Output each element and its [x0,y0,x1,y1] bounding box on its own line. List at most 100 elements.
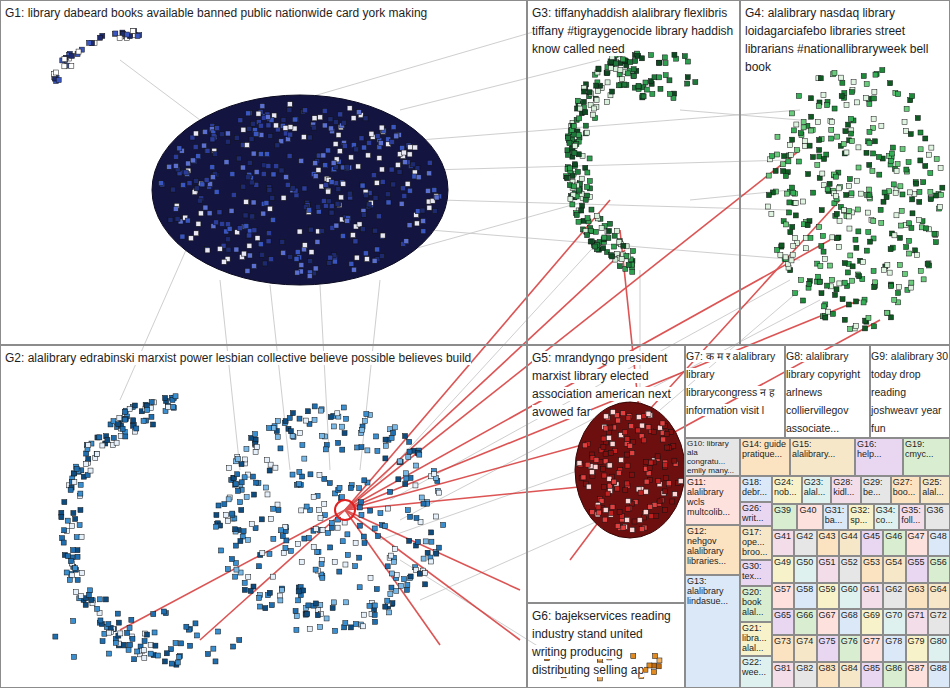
vertex-dot [401,150,406,155]
vertex-dot [311,494,316,499]
vertex-dot [336,132,341,137]
vertex-dot [238,118,243,123]
group-cell: G25: alal... [920,476,950,504]
vertex-dot [793,213,798,218]
group-label: G17: ope... broo... [742,528,770,558]
vertex-dot [850,89,855,94]
vertex-dot [427,171,432,176]
group-cell: G19: cmyc... [903,438,950,476]
vertex-dot [596,66,601,71]
group-cell: G26: writ... [740,502,772,526]
vertex-dot [309,250,314,255]
vertex-dot [181,183,186,188]
vertex-dot [162,659,167,664]
vertex-dot [267,468,272,473]
vertex-dot [877,172,882,177]
vertex-dot [866,315,871,320]
vertex-dot [342,143,347,148]
vertex-dot [278,598,283,603]
vertex-dot [163,395,168,400]
vertex-dot [769,211,774,216]
vertex-dot [298,430,303,435]
vertex-dot [373,228,378,233]
vertex-dot [391,125,396,130]
vertex-dot [873,72,878,77]
group-cell: G42 [794,530,816,556]
vertex-dot [204,178,209,183]
vertex-dot [385,598,390,603]
vertex-dot [132,28,137,33]
vertex-dot [130,636,135,641]
vertex-dot [849,139,854,144]
vertex-dot [97,597,102,602]
vertex-dot [602,485,607,490]
vertex-dot [383,443,388,448]
vertex-dot [328,545,333,550]
vertex-dot [406,454,411,459]
vertex-dot [398,459,403,464]
vertex-dot [279,168,284,173]
vertex-dot [616,418,621,423]
vertex-dot [323,163,328,168]
vertex-dot [301,588,306,593]
vertex-dot [78,491,83,496]
vertex-dot [161,609,166,614]
vertex-dot [288,125,293,130]
group-cell: G10: library ala congratu... emily many.… [685,438,740,476]
vertex-dot [261,211,266,216]
vertex-dot [665,445,670,450]
vertex-dot [602,235,607,240]
vertex-dot [765,204,770,209]
vertex-dot [87,40,92,45]
group-label: G35: foll... [901,506,922,526]
vertex-dot [307,626,312,631]
group-label: G29: be... [863,478,889,498]
vertex-dot [240,534,245,539]
vertex-dot [423,582,428,587]
vertex-dot [619,256,624,261]
vertex-dot [397,459,402,464]
vertex-dot [636,428,641,433]
vertex-dot [850,278,855,283]
vertex-dot [86,592,91,597]
cluster-g1 [152,95,448,285]
group-cell: G31: ba... [823,504,848,530]
vertex-dot [846,209,851,214]
vertex-dot [315,239,320,244]
vertex-dot [849,191,854,196]
vertex-dot [767,193,772,198]
vertex-dot [71,511,76,516]
vertex-dot [921,180,926,185]
vertex-dot [308,472,313,477]
vertex-dot [269,603,274,608]
group-label: G10: library ala congratu... emily many.… [687,440,738,476]
vertex-dot [337,485,342,490]
vertex-dot [173,394,178,399]
vertex-dot [254,182,259,187]
vertex-dot [572,162,577,167]
group-cell: G20: book alal... [740,586,772,622]
vertex-dot [303,108,308,113]
vertex-dot [387,610,392,615]
vertex-dot [334,223,339,228]
vertex-dot [236,488,241,493]
vertex-dot [249,136,254,141]
vertex-dot [117,35,122,40]
vertex-dot [247,160,252,165]
vertex-dot [653,653,658,658]
vertex-dot [271,426,276,431]
vertex-dot [632,519,637,524]
vertex-dot [254,169,259,174]
vertex-dot [847,177,852,182]
vertex-dot [664,431,669,436]
vertex-dot [284,175,289,180]
vertex-dot [394,572,399,577]
vertex-dot [151,612,156,617]
vertex-dot [270,217,275,222]
vertex-dot [864,150,869,155]
vertex-dot [385,506,390,511]
group-cell: G21: libra... alal... [740,622,772,656]
vertex-dot [423,571,428,576]
vertex-dot [617,239,622,244]
vertex-dot [357,505,362,510]
